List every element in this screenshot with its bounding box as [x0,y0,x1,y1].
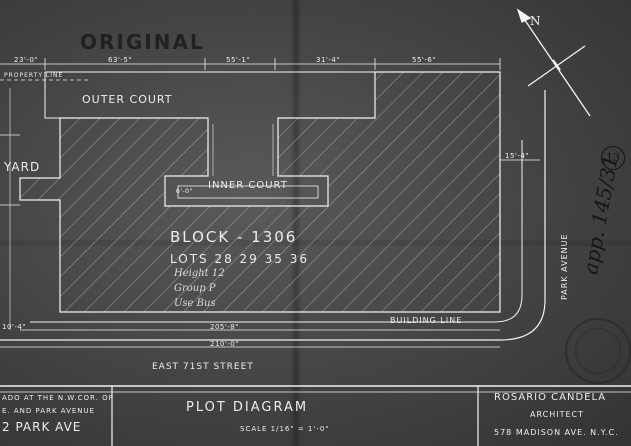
location-line-3: 2 PARK AVE [2,420,82,434]
building-line-label: BUILDING LINE [390,316,463,325]
curb-line [0,90,546,341]
drawing-title: PLOT DIAGRAM [186,400,309,415]
avenue-label: PARK AVENUE [560,233,569,300]
dimension-label: 205'-8" [210,323,239,331]
inner-court-detail [177,185,319,199]
dimension-label: 10'-4" [2,323,27,331]
dimension-label: 210'-0" [210,340,239,348]
outer-court-label: OUTER COURT [82,93,173,106]
drawing-scale: SCALE 1/16" = 1'-0" [240,425,330,433]
block-label: BLOCK - 1306 [170,228,298,246]
circled-number: 13 [601,146,625,170]
group-note: Group P [174,283,216,294]
dimension-label: 55'-6" [412,56,437,64]
inner-court-label: INNER COURT [208,180,288,191]
architect-title: ARCHITECT [530,410,585,419]
height-note: Height 12 [174,268,225,279]
yard-label: YARD [4,160,41,174]
use-note: Use Bus [174,298,216,309]
dimension-label: 63'-5" [108,56,133,64]
outer-court-outline [44,72,60,119]
dimension-label: 6'-0" [176,188,193,195]
street-label: EAST 71ST STREET [152,362,254,372]
location-line-1: ADO AT THE N.W.COR. OF [2,394,114,402]
north-arrow-icon [516,8,591,117]
dimension-label: 15'-4" [505,152,530,160]
location-line-2: E. AND PARK AVENUE [2,407,96,415]
north-label: N [530,14,541,28]
dimension-label: 23'-0" [14,56,39,64]
dimension-label: 31'-4" [316,56,341,64]
property-line-label: PROPERTY LINE [4,72,64,79]
architect-name: ROSARIO CANDELA [494,392,607,403]
architect-address: 578 MADISON AVE. N.Y.C. [494,428,619,437]
building-line [30,140,523,323]
lots-label: LOTS 28 29 35 36 [170,252,309,266]
building-footprint [19,71,501,313]
dimension-label: 55'-1" [226,56,251,64]
original-stamp: ORIGINAL [80,30,205,54]
architect-seal-icon [565,318,631,384]
